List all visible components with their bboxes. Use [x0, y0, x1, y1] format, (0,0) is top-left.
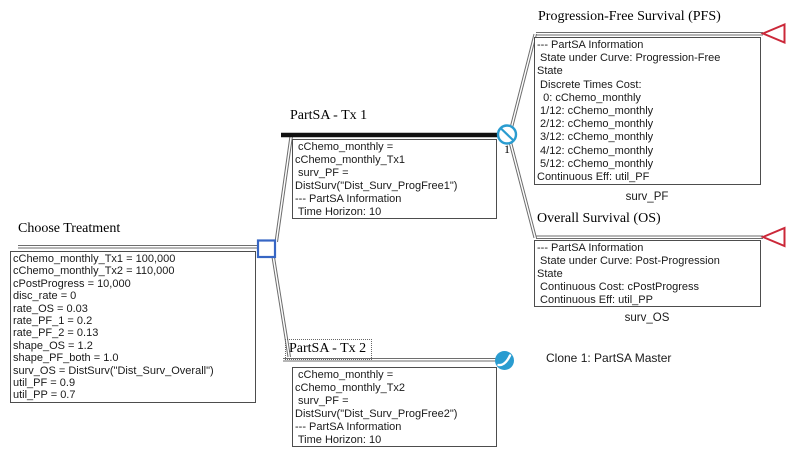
variable-line: rate_PF_1 = 0.2 [13, 315, 93, 328]
variable-line: cPostProgress = 10,000 [13, 277, 131, 290]
info-line: Continuous Cost: cPostProgress [537, 281, 700, 294]
variable-line: surv_PF = [295, 395, 349, 408]
variable-line: Time Horizon: 10 [295, 206, 382, 219]
variable-line: cChemo_monthly = [295, 141, 394, 153]
variable-line: shape_PF_both = 1.0 [13, 352, 119, 365]
pfs-info-box: --- PartSA Information State under Curve… [534, 37, 761, 185]
tx1-node-label[interactable]: PartSA - Tx 1 [290, 108, 368, 123]
pfs-node-label[interactable]: Progression-Free Survival (PFS) [538, 9, 721, 24]
info-line: --- PartSA Information [537, 242, 644, 254]
info-line: State [537, 65, 563, 78]
clone-node-icon[interactable] [495, 351, 514, 370]
info-line: State [537, 268, 563, 281]
info-line: --- PartSA Information [537, 39, 644, 51]
terminal-node-icon-os[interactable] [760, 226, 786, 248]
info-line: State under Curve: Post-Progression [537, 255, 720, 268]
connector-tx1-to-pfs [509, 33, 537, 129]
variable-line: cChemo_monthly_Tx1 = 100,000 [13, 253, 176, 265]
variable-line: util_PF = 0.9 [13, 377, 76, 390]
variable-line: surv_OS = DistSurv("Dist_Surv_Overall") [13, 364, 214, 377]
variable-line: --- PartSA Information [295, 421, 402, 434]
info-line: Continuous Eff: util_PF [537, 171, 650, 184]
variable-line: rate_PF_2 = 0.13 [13, 327, 99, 340]
connector-tx1-to-os [508, 141, 537, 239]
tx2-node-label[interactable]: PartSA - Tx 2 [285, 339, 373, 360]
partsa-node-icon[interactable] [496, 124, 518, 145]
pfs-branch-line [536, 32, 763, 36]
info-line: 0: cChemo_monthly [537, 91, 641, 104]
variable-line: surv_PF = [295, 167, 349, 180]
os-node-label[interactable]: Overall Survival (OS) [537, 211, 661, 226]
variable-line: cChemo_monthly_Tx2 [295, 382, 406, 395]
tx1-variables-box: cChemo_monthly = cChemo_monthly_Tx1 surv… [292, 139, 497, 219]
variable-line: DistSurv("Dist_Surv_ProgFree2") [295, 408, 458, 421]
info-line: Discrete Times Cost: [537, 78, 642, 91]
root-branch-line [18, 245, 257, 249]
variable-line: Time Horizon: 10 [295, 434, 382, 447]
variable-line: util_PP = 0.7 [13, 389, 76, 402]
tx1-node-number: 1 [504, 142, 510, 156]
terminal-node-icon-pfs[interactable] [760, 22, 786, 45]
variable-line: rate_OS = 0.03 [13, 302, 88, 315]
connector-root-to-tx1 [274, 135, 293, 243]
variable-line: cChemo_monthly_Tx1 [295, 154, 406, 167]
info-line: State under Curve: Progression-Free [537, 52, 721, 65]
os-info-box: --- PartSA Information State under Curve… [534, 240, 761, 307]
clone-reference-note: Clone 1: PartSA Master [546, 351, 672, 365]
variable-line: cChemo_monthly_Tx2 = 110,000 [13, 265, 175, 278]
info-line: 2/12: cChemo_monthly [537, 118, 654, 131]
tx2-branch-line [283, 358, 497, 362]
variable-line: --- PartSA Information [295, 193, 402, 206]
tx2-variables-box: cChemo_monthly = cChemo_monthly_Tx2 surv… [292, 367, 497, 447]
variable-line: DistSurv("Dist_Surv_ProgFree1") [295, 180, 458, 193]
info-line: 4/12: cChemo_monthly [537, 144, 654, 157]
root-variables-box: cChemo_monthly_Tx1 = 100,000 cChemo_mont… [10, 251, 256, 403]
variable-line: disc_rate = 0 [13, 290, 77, 303]
info-line: Continuous Eff: util_PP [537, 294, 653, 307]
info-line: 1/12: cChemo_monthly [537, 105, 654, 118]
pfs-payoff-label[interactable]: surv_PF [625, 191, 669, 203]
decision-node-icon[interactable] [256, 239, 277, 259]
info-line: 3/12: cChemo_monthly [537, 131, 654, 144]
variable-line: cChemo_monthly = [295, 369, 394, 381]
info-line: 5/12: cChemo_monthly [537, 157, 654, 170]
os-branch-line [536, 235, 763, 239]
variable-line: shape_OS = 1.2 [13, 339, 93, 352]
os-payoff-label[interactable]: surv_OS [624, 312, 670, 324]
root-node-label[interactable]: Choose Treatment [18, 221, 121, 236]
